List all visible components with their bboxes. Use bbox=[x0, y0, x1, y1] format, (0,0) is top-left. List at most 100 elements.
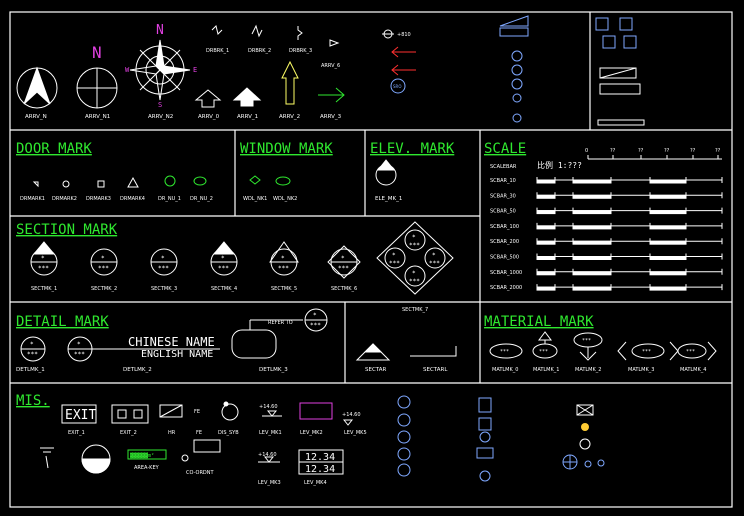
section-label-7: SECTMK_7 bbox=[402, 307, 428, 313]
scale-bar-1 bbox=[536, 177, 723, 184]
detail1-label: DETLMK_1 bbox=[16, 367, 45, 373]
scale-row-label-6: SCBAR_500 bbox=[490, 255, 519, 261]
scale-ticks: 0?????????? bbox=[585, 148, 722, 160]
lev3-value: +14.60 bbox=[258, 452, 277, 458]
mis-label-3: HR bbox=[168, 430, 176, 436]
detail3-ast: *** bbox=[310, 322, 321, 329]
matl1-ast: *** bbox=[539, 349, 548, 355]
refer-to: REFER TO bbox=[268, 320, 293, 326]
section7-ast: *** bbox=[429, 260, 440, 267]
material-label-1: MATLMK_1 bbox=[533, 367, 559, 373]
detail3-label: DETLMK_3 bbox=[259, 367, 288, 373]
lev4-lower: 12.34 bbox=[305, 464, 335, 475]
arrv-n-label: ARRV_N bbox=[25, 114, 47, 120]
scale-row-label-8: SCBAR_2000 bbox=[490, 285, 522, 291]
compass-e: E bbox=[193, 66, 197, 74]
drbrk3-label: DRBRK_3 bbox=[289, 48, 312, 54]
door-label-2: DRMARK2 bbox=[52, 196, 77, 202]
arrv3-label: ARRV_3 bbox=[320, 114, 342, 120]
window-label-2: WDL_NK2 bbox=[273, 196, 297, 202]
material-marks: *** *** *** *** *** bbox=[489, 331, 717, 361]
door-marks bbox=[32, 175, 207, 188]
section-star: * bbox=[101, 255, 105, 262]
section-star: * bbox=[221, 255, 225, 262]
section-ast: *** bbox=[218, 265, 229, 272]
scale-tick-4: ?? bbox=[690, 148, 696, 154]
scale-tick-5: ?? bbox=[715, 148, 721, 154]
section-label-6: SECTMK_6 bbox=[331, 286, 357, 292]
scale-bar-2 bbox=[536, 192, 723, 199]
detail1-ast: *** bbox=[27, 351, 38, 358]
area-key-value: ▓▓▓▓▓▓m² bbox=[130, 452, 154, 459]
section-mark-6: ****SECTMK_6 bbox=[327, 245, 361, 292]
elev-mark-symbol: ELE_MK_1 bbox=[375, 159, 402, 202]
matl2-ast: *** bbox=[582, 338, 591, 344]
detail2-label: DETLMK_2 bbox=[123, 367, 152, 373]
section7-star: * bbox=[412, 234, 416, 241]
detail-marks: * *** DETLMK_1 * *** CHINESE NAME ENGLIS… bbox=[16, 308, 457, 373]
section-mark-1: ****SECTMK_1 bbox=[30, 241, 58, 292]
section-ast: *** bbox=[278, 265, 289, 272]
section-label-3: SECTMK_3 bbox=[151, 286, 177, 292]
north-letter: N bbox=[92, 43, 102, 62]
section-ast: *** bbox=[158, 265, 169, 272]
window-marks bbox=[249, 175, 291, 186]
scale-bar-4 bbox=[536, 222, 723, 230]
elev-mark-title: ELEV. MARK bbox=[370, 141, 455, 157]
break-marks: DRBRK_1 DRBRK_2 DRBRK_3 ARRV_6 bbox=[206, 24, 340, 69]
section-label-5: SECTMK_5 bbox=[271, 286, 297, 292]
lev1-value: +14.60 bbox=[259, 404, 278, 410]
section-ast: *** bbox=[38, 265, 49, 272]
sectarl-label: SECTARL bbox=[423, 367, 448, 373]
section-mark-title: SECTION MARK bbox=[16, 222, 118, 238]
mis-label-12: LEV_MK4 bbox=[304, 480, 327, 486]
blue-legend-panel bbox=[595, 17, 645, 126]
mis-label-11: LEV_MK3 bbox=[258, 480, 281, 486]
section-star: * bbox=[161, 255, 165, 262]
door-mark-title: DOOR MARK bbox=[16, 141, 92, 157]
section-star: * bbox=[341, 255, 345, 262]
scale-tick-3: ?? bbox=[664, 148, 670, 154]
sectar-label: SECTAR bbox=[365, 367, 387, 373]
blue-icon-column bbox=[499, 15, 529, 123]
mis-label-9: AREA-KEY bbox=[134, 465, 160, 471]
section-mark-4: ****SECTMK_4 bbox=[210, 241, 238, 292]
section-label-1: SECTMK_1 bbox=[31, 286, 57, 292]
scale-row-label-1: SCBAR_10 bbox=[490, 178, 516, 184]
window-mark-labels: WDL_NK1 WDL_NK2 bbox=[243, 196, 297, 202]
material-label-3: MATLMK_3 bbox=[628, 367, 654, 373]
scale-bar-6 bbox=[536, 253, 723, 260]
scale-tick-1: ?? bbox=[610, 148, 616, 154]
scale-tick-0: 0 bbox=[585, 148, 588, 154]
scale-title: SCALE bbox=[484, 141, 526, 157]
section-mark-3: ****SECTMK_3 bbox=[150, 248, 178, 292]
detail3-star: * bbox=[313, 312, 317, 319]
scale-bar-3 bbox=[536, 207, 723, 215]
compass-rose-icon: N W E S ARRV_N2 bbox=[125, 23, 197, 120]
section-mark-5: ****SECTMK_5 bbox=[269, 241, 299, 292]
mis-label-6: LEV_MK1 bbox=[259, 430, 282, 436]
material-label-4: MATLMK_4 bbox=[680, 367, 706, 373]
elev-mark-label: ELE_MK_1 bbox=[375, 196, 402, 202]
window-label-1: WDL_NK1 bbox=[243, 196, 267, 202]
fe-sign: FE bbox=[194, 409, 200, 415]
exit-sign: EXIT bbox=[65, 408, 96, 423]
mis-label-1: EXIT_1 bbox=[68, 430, 85, 436]
section-marks: ****SECTMK_1****SECTMK_2****SECTMK_3****… bbox=[30, 221, 454, 313]
mis-title: MIS. bbox=[16, 393, 50, 409]
mis-symbols: EXIT FE +14.60 +14.60 bbox=[40, 395, 605, 482]
door-label-5: DR_NU_1 bbox=[158, 196, 181, 202]
compass-w: W bbox=[125, 66, 130, 74]
arrv2-label: ARRV_2 bbox=[279, 114, 300, 120]
material-label-2: MATLMK_2 bbox=[575, 367, 601, 373]
scale-row-label-5: SCBAR_200 bbox=[490, 239, 519, 245]
sheet-frame bbox=[9, 11, 733, 508]
section-label-4: SECTMK_4 bbox=[211, 286, 237, 292]
arrv1-label: ARRV_1 bbox=[237, 114, 258, 120]
scale-block: SCALEBAR 比例 1:??? 0?????????? SCBAR_10SC… bbox=[490, 148, 723, 291]
scale-tick-2: ?? bbox=[638, 148, 644, 154]
scale-row-label-2: SCBAR_30 bbox=[490, 193, 516, 199]
scale-bar-7 bbox=[536, 268, 723, 276]
